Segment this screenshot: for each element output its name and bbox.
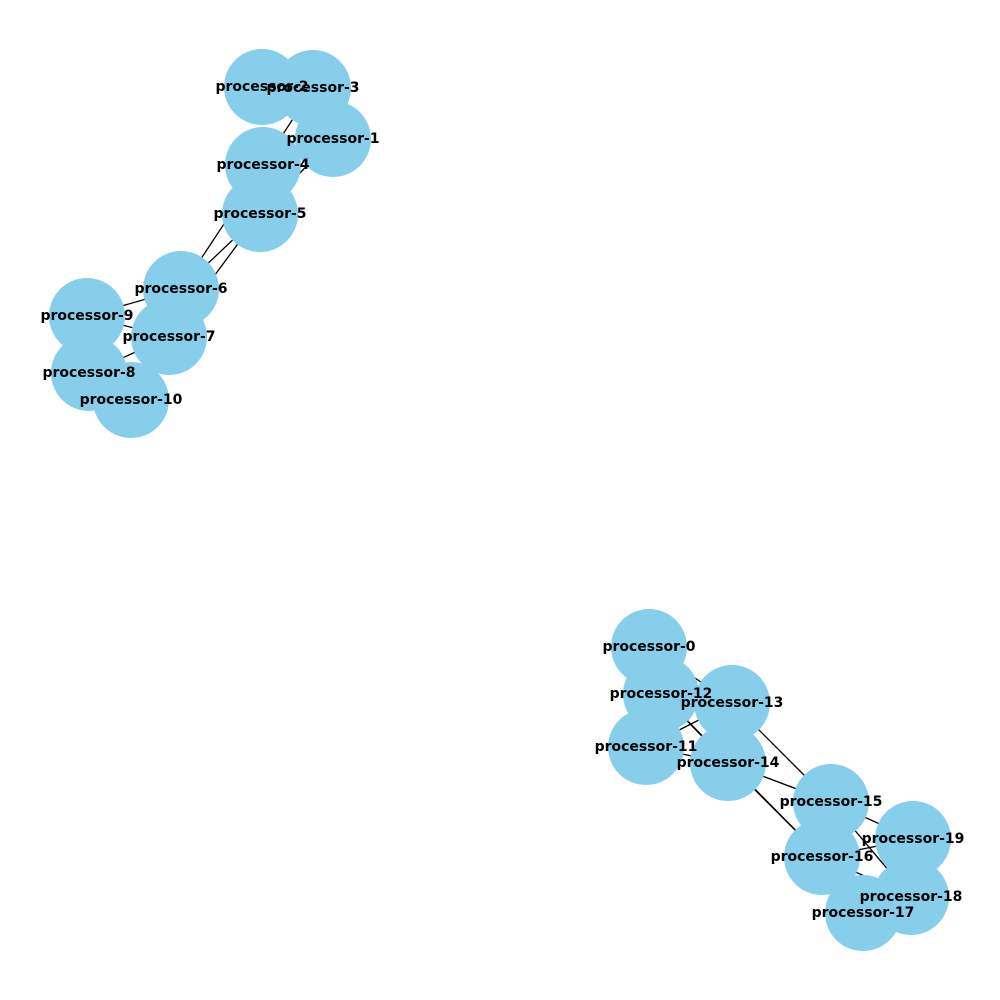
node-label-processor-11: processor-11 (595, 739, 698, 755)
node-label-processor-6: processor-6 (134, 281, 227, 297)
node-processor-19 (875, 801, 951, 877)
node-processor-5 (222, 176, 298, 252)
node-processor-12 (623, 656, 699, 732)
node-label-processor-19: processor-19 (862, 831, 965, 847)
node-processor-18 (873, 859, 949, 935)
node-label-processor-15: processor-15 (780, 794, 883, 810)
node-processor-13 (694, 665, 770, 741)
node-label-processor-1: processor-1 (286, 131, 379, 147)
node-label-processor-17: processor-17 (812, 905, 915, 921)
node-processor-7 (131, 299, 207, 375)
node-label-processor-8: processor-8 (42, 365, 135, 381)
node-processor-10 (93, 362, 169, 438)
node-label-processor-9: processor-9 (40, 308, 133, 324)
node-label-processor-14: processor-14 (677, 755, 780, 771)
node-label-processor-5: processor-5 (213, 206, 306, 222)
node-label-processor-18: processor-18 (860, 889, 963, 905)
node-processor-14 (690, 725, 766, 801)
node-label-processor-3: processor-3 (266, 80, 359, 96)
node-label-processor-13: processor-13 (681, 695, 784, 711)
edge-layer (86, 86, 914, 914)
node-layer: processor-0processor-1processor-2process… (40, 49, 964, 951)
node-label-processor-2: processor-2 (215, 79, 308, 95)
node-label-processor-7: processor-7 (122, 329, 215, 345)
node-label-processor-16: processor-16 (771, 849, 874, 865)
node-label-processor-12: processor-12 (610, 686, 713, 702)
node-label-processor-4: processor-4 (216, 157, 309, 173)
node-processor-16 (784, 819, 860, 895)
node-label-processor-0: processor-0 (602, 639, 695, 655)
node-label-processor-10: processor-10 (80, 392, 183, 408)
node-processor-9 (49, 278, 125, 354)
node-processor-3 (275, 50, 351, 126)
